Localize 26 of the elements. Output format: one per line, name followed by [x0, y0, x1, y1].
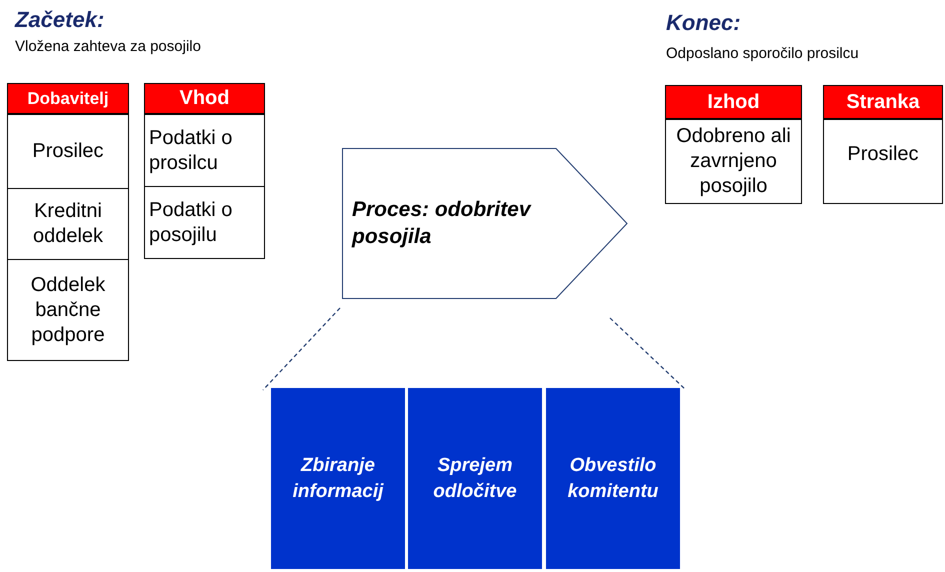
- dashed-connector: [262, 308, 340, 390]
- table-cell: Prosilec: [824, 119, 942, 203]
- column-header: Dobavitelj: [7, 83, 129, 114]
- table-cell: Kreditni oddelek: [8, 188, 128, 259]
- table-column: [823, 85, 943, 204]
- table-column: [7, 83, 129, 361]
- table-cell: Prosilec: [8, 114, 128, 188]
- table-cell: Oddelek bančne podpore: [8, 259, 128, 360]
- table-cell: Podatki o prosilcu: [145, 114, 264, 186]
- step-box: Sprejem odločitve: [408, 388, 542, 569]
- process-title: Proces: odobritev posojila: [352, 197, 532, 250]
- step-box: Zbiranje informacij: [271, 388, 405, 569]
- column-header: Izhod: [665, 85, 802, 119]
- process-pentagon: [342, 148, 628, 299]
- subtitle: Vložena zahteva za posojilo: [15, 38, 201, 55]
- step-box: Obvestilo komitentu: [546, 388, 680, 569]
- column-header: Stranka: [823, 85, 943, 119]
- table-column: [665, 85, 802, 204]
- dashed-connector: [610, 318, 686, 390]
- table-cell: Odobreno ali zavrnjeno posojilo: [666, 119, 801, 203]
- column-header: Vhod: [144, 83, 265, 114]
- table-cell: Podatki o posojilu: [145, 186, 264, 258]
- heading: Konec:: [666, 10, 741, 36]
- heading: Začetek:: [15, 7, 104, 33]
- subtitle: Odposlano sporočilo prosilcu: [666, 45, 859, 62]
- table-column: [144, 83, 265, 259]
